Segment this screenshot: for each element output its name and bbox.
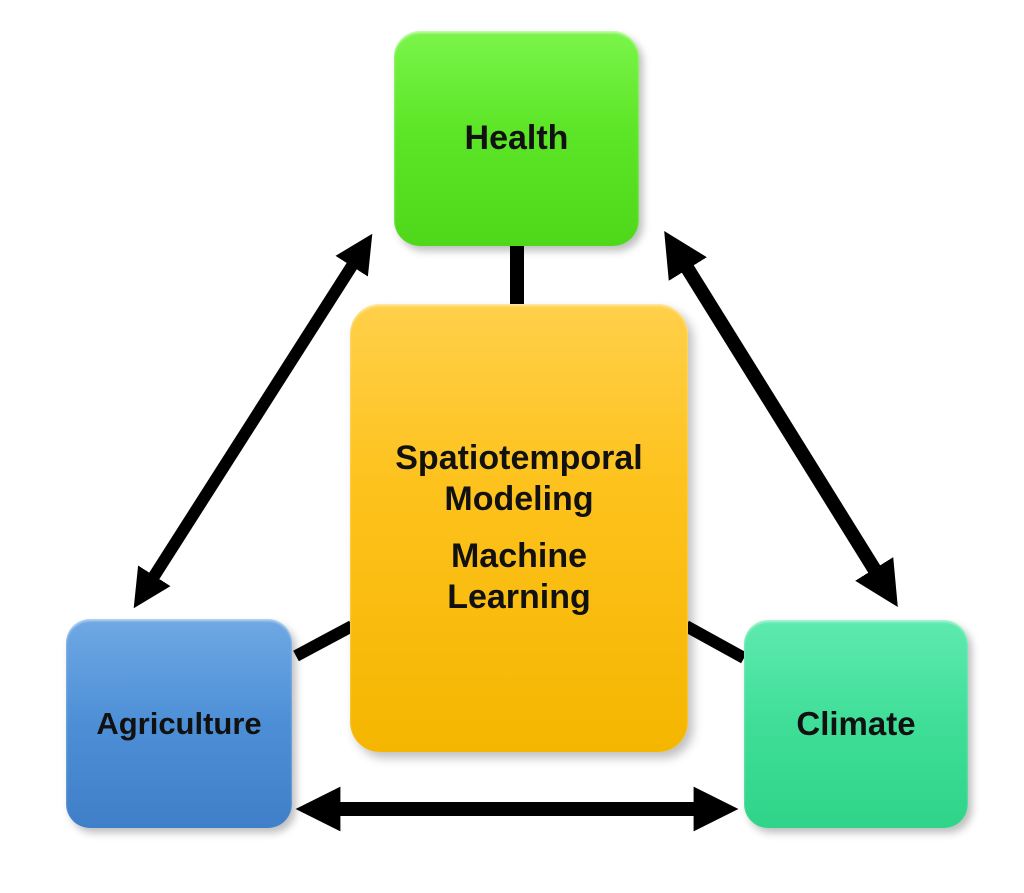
climate-label: Climate — [796, 705, 916, 742]
connector-center-climate — [683, 620, 747, 664]
agriculture-label: Agriculture — [96, 705, 262, 741]
modeling-group: Spatiotemporal Modeling — [395, 438, 642, 520]
center-line-2: Modeling — [444, 480, 594, 519]
center-node: Spatiotemporal Modeling Machine Learning — [350, 304, 688, 752]
machine-learning-group: Machine Learning — [447, 536, 591, 618]
connector-center-agriculture — [293, 620, 355, 662]
agriculture-node: Agriculture — [66, 619, 292, 828]
center-line-4: Learning — [447, 577, 591, 616]
health-label: Health — [464, 119, 569, 157]
center-line-3: Machine — [450, 537, 588, 575]
arrow-health-agriculture — [133, 233, 373, 609]
health-node: Health — [394, 31, 639, 246]
climate-node: Climate — [744, 620, 968, 828]
center-line-1: Spatiotemporal — [395, 439, 643, 478]
arrow-health-climate — [664, 230, 898, 608]
